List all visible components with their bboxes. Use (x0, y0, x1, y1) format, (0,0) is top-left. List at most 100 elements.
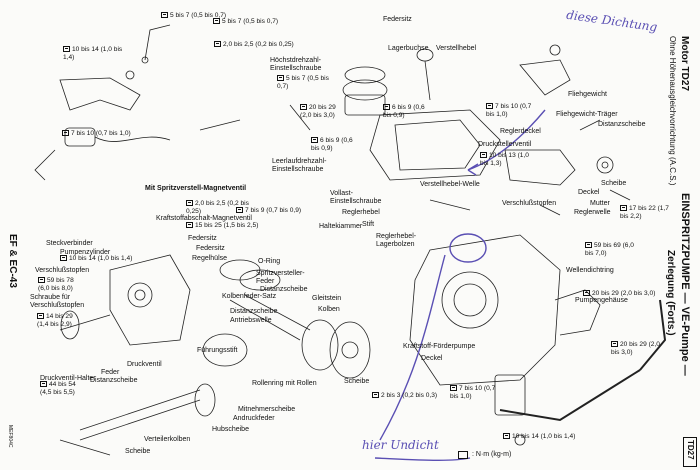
part-label: Höchstdrehzahl-Einstellschraube (270, 57, 322, 72)
title-model: Motor TD27 (679, 36, 690, 91)
part-label: Distanzscheibe (90, 377, 138, 384)
part-label: Distanzscheibe (598, 121, 646, 128)
part-label: Reglerhebel-Lagerbolzen (376, 233, 417, 248)
part-label: Reglerhebel (342, 209, 380, 216)
torque-spec: 7 bis 9 (0,7 bis 0,9) (236, 207, 301, 215)
part-label: Scheibe (344, 378, 370, 385)
side-code: EF & EC-43 (7, 234, 18, 288)
pump-housing-part (409, 234, 561, 386)
wrench-icon (480, 152, 487, 158)
part-label: Andruckfeder (233, 415, 275, 422)
wrench-icon (300, 104, 307, 110)
torque-value: 17 bis 22 (1,7 bis 2,2) (620, 205, 669, 220)
torque-spec: 5 bis 7 (0,5 bis 0,7) (213, 18, 278, 26)
wrench-icon (620, 205, 627, 211)
wrench-icon (486, 103, 493, 109)
figure-code: MEF804C (7, 425, 13, 448)
torque-value: 10 bis 14 (1,0 bis 1,4) (63, 46, 123, 61)
torque-value: 2,0 bis 2,5 (0,2 bis 0,25) (223, 41, 294, 48)
torque-value: 20 bis 29 (2,0 bis 3,0) (611, 341, 660, 356)
torque-value: 7 bis 10 (0,7 bis 1,0) (450, 385, 496, 400)
torque-spec: 20 bis 29 (2,0 bis 3,0) (300, 104, 348, 119)
part-label: Gleitstein (312, 295, 342, 302)
wrench-icon (236, 207, 243, 213)
page-code: TD27 (686, 440, 695, 460)
part-label: Wellendichtring (566, 267, 614, 274)
torque-value: 5 bis 7 (0,5 bis 0,7) (170, 12, 227, 19)
torque-spec: 59 bis 69 (6,0 bis 7,0) (585, 242, 637, 257)
wrench-icon (311, 137, 318, 143)
wrench-icon (611, 341, 618, 347)
torque-spec: 59 bis 78 (6,0 bis 8,0) (38, 277, 86, 292)
torque-spec: 10 bis 14 (1,0 bis 1,4) (503, 433, 575, 441)
part-label: Scheibe (125, 448, 151, 455)
part-label: Deckel (578, 189, 600, 196)
torque-value: 20 bis 29 (2,0 bis 3,0) (300, 104, 336, 119)
part-label: Rollenring mit Rollen (252, 380, 317, 387)
part-label: Feder (101, 369, 120, 376)
wrench-icon (161, 12, 168, 18)
torque-value: 7 bis 10 (0,7 bis 1,0) (486, 103, 532, 118)
part-label: Federsitz (196, 245, 225, 252)
part-label: Reglerdeckel (500, 128, 541, 135)
title-sub: Zerlegung (Forts.) (665, 250, 676, 336)
torque-spec: 15 bis 25 (1,5 bis 2,5) (186, 222, 258, 230)
part-label: Stift (362, 221, 375, 228)
torque-value: 14 bis 29 (1,4 bis 2,9) (37, 313, 73, 328)
part-label: Scheibe (601, 180, 627, 187)
part-label: Distanzscheibe (230, 308, 278, 315)
part-label: Reglerwelle (574, 209, 611, 216)
title-main: EINSPRITZPUMPE — VE-Pumpe — (679, 193, 691, 376)
pump-head-part (109, 254, 191, 346)
circled-area (449, 233, 487, 263)
torque-value: 44 bis 54 (4,5 bis 5,5) (40, 381, 76, 396)
torque-spec: 2,0 bis 2,5 (0,2 bis 0,25) (186, 200, 250, 215)
part-label: Kolben (318, 306, 340, 313)
part-label: Verschlußstopfen (35, 267, 90, 274)
part-label: Spritzversteller-Feder (256, 270, 305, 285)
torque-value: 10 bis 14 (1,0 bis 1,4) (512, 433, 576, 440)
torque-spec: 20 bis 29 (2,0 bis 3,0) (611, 341, 661, 356)
torque-spec: 10 bis 14 (1,0 bis 1,4) (63, 46, 123, 61)
part-label: Antriebswelle (230, 317, 272, 324)
part-label: Mit Spritzverstell-Magnetventil (145, 185, 247, 192)
part-label: Federsitz (383, 16, 412, 23)
wrench-icon (63, 46, 70, 52)
wrench-icon (583, 290, 590, 296)
part-label: Vollast-Einstellschraube (330, 190, 382, 205)
wrench-icon (213, 18, 220, 24)
part-label: Mitnehmerscheibe (238, 406, 296, 413)
wrench-icon (383, 104, 390, 110)
part-label: Kraftstoffabschalt-Magnetventil (156, 215, 252, 222)
torque-spec: 6 bis 9 (0,6 bis 0,9) (383, 104, 431, 119)
part-label: Pumpengehäuse (575, 297, 628, 304)
wrench-icon (62, 130, 69, 136)
title-variant: Ohne Höhenausgleichvorrichtung (A.C.S.) (668, 36, 677, 186)
torque-value: 10 bis 14 (1,0 bis 1,4) (69, 255, 133, 262)
wrench-icon (458, 451, 468, 459)
part-label: Verschlußstopfen (502, 200, 557, 207)
wrench-icon (503, 433, 510, 439)
part-label: Verteilerkolben (144, 436, 191, 443)
torque-value: 5 bis 7 (0,5 bis 0,7) (277, 75, 329, 90)
legend-unit: : N·m (kg-m) (472, 451, 512, 458)
torque-spec: 5 bis 7 (0,5 bis 0,7) (161, 12, 226, 20)
part-label: Leerlaufdrehzahl-Einstellschraube (272, 158, 327, 173)
torque-value: 59 bis 69 (6,0 bis 7,0) (585, 242, 634, 257)
part-label: Druckventil-Halter (40, 375, 96, 382)
wrench-icon (60, 255, 67, 261)
part-label: Kraftstoff-Förderpumpe (403, 343, 476, 350)
part-label: Steckverbinder (46, 240, 93, 247)
torque-spec: 44 bis 54 (4,5 bis 5,5) (40, 381, 84, 396)
torque-value: 20 bis 29 (2,0 bis 3,0) (592, 290, 656, 297)
wrench-icon (450, 385, 457, 391)
part-label: Pumpenzylinder (60, 249, 111, 256)
wrench-icon (40, 381, 47, 387)
torque-spec: 7 bis 10 (0,7 bis 1,0) (486, 103, 536, 118)
torque-value: 5 bis 7 (0,5 bis 0,7) (222, 18, 279, 25)
torque-spec: 7 bis 10 (0,7 bis 1,0) (62, 130, 131, 138)
part-label: Haltekiammer (319, 223, 363, 230)
torque-spec: 20 bis 29 (2,0 bis 3,0) (583, 290, 655, 298)
